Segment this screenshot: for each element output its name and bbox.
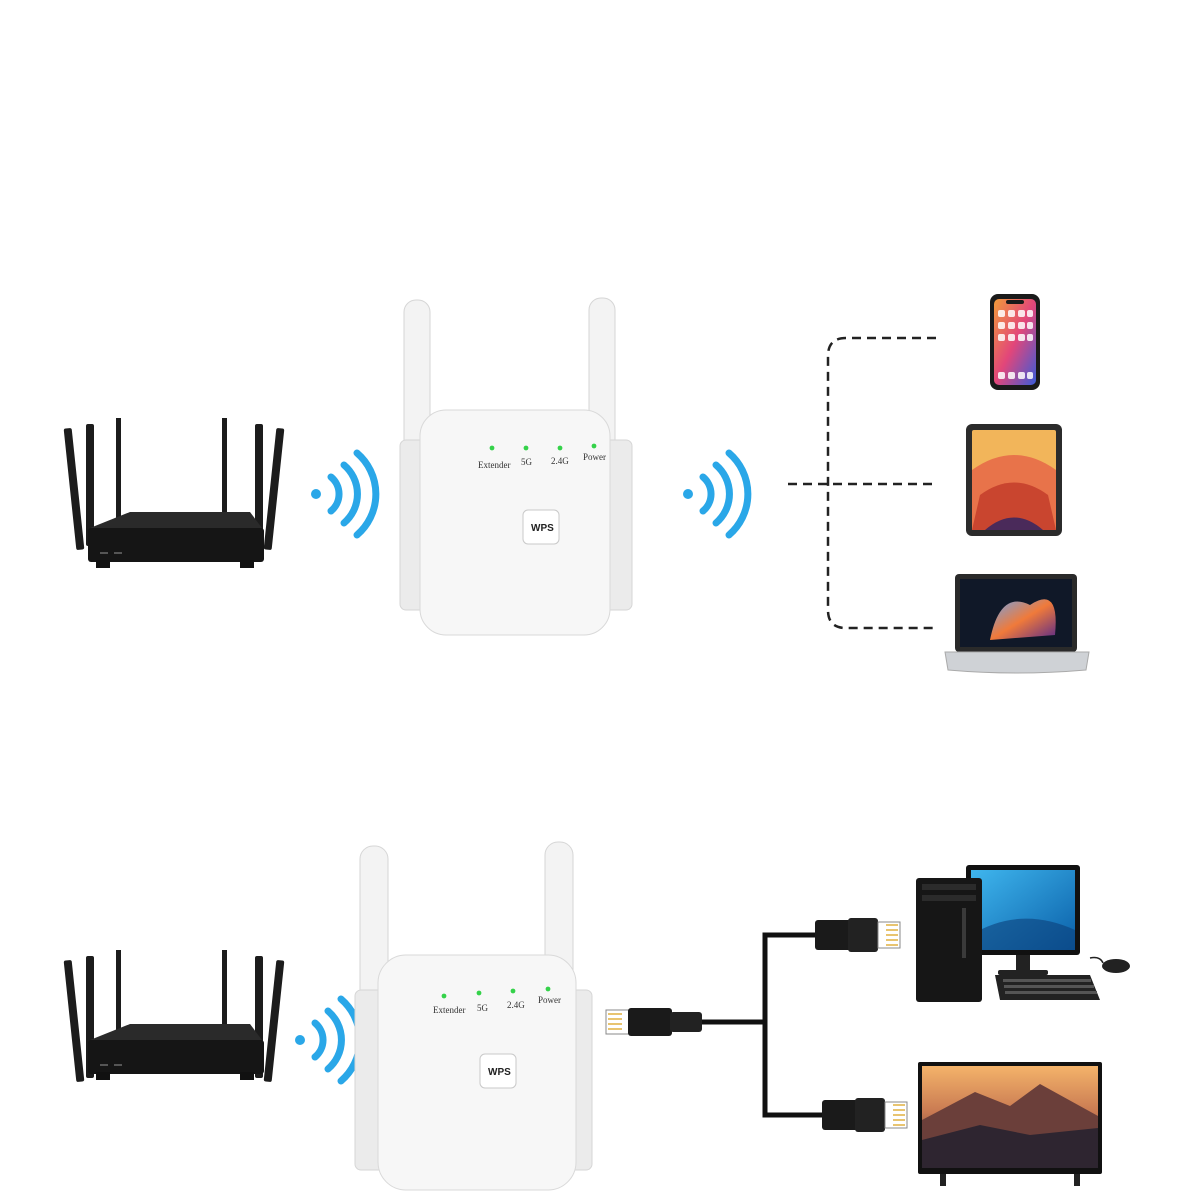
label-2-4g: 2.4G — [551, 456, 569, 466]
tablet-icon — [966, 424, 1062, 536]
led-indicator — [476, 990, 482, 996]
label-5g: 5G — [477, 1003, 489, 1013]
led-indicator — [591, 443, 597, 449]
wps-button — [522, 509, 560, 545]
ethernet-cable — [605, 918, 908, 1132]
led-indicator — [441, 993, 447, 999]
label-extender: Extender — [433, 1005, 465, 1015]
wps-button — [479, 1053, 517, 1089]
led-indicator — [489, 445, 495, 451]
wps-label: WPS — [488, 1067, 511, 1078]
label-power: Power — [538, 995, 561, 1005]
extender-device: Extender 5G 2.4G Power WPS — [354, 841, 593, 1191]
laptop-icon — [944, 574, 1090, 674]
wifi-signal-icon — [311, 449, 380, 539]
desktop-pc-icon — [916, 865, 1130, 1002]
wireless-connection-lines — [788, 336, 936, 630]
led-indicator — [545, 986, 551, 992]
smartphone-icon — [990, 294, 1040, 390]
led-indicator — [523, 445, 529, 451]
tv-icon — [918, 1062, 1102, 1186]
wps-label: WPS — [531, 523, 554, 534]
label-5g: 5G — [521, 457, 533, 467]
led-indicator — [557, 445, 563, 451]
router-icon — [63, 950, 285, 1082]
led-indicator — [510, 988, 516, 994]
wifi-signal-icon — [295, 995, 364, 1085]
label-2-4g: 2.4G — [507, 1000, 525, 1010]
router-icon — [63, 418, 285, 568]
extender-device: Extender 5G 2.4G Power WPS — [399, 297, 633, 636]
label-extender: Extender — [478, 460, 510, 470]
label-power: Power — [583, 452, 606, 462]
wifi-signal-icon — [683, 449, 752, 539]
